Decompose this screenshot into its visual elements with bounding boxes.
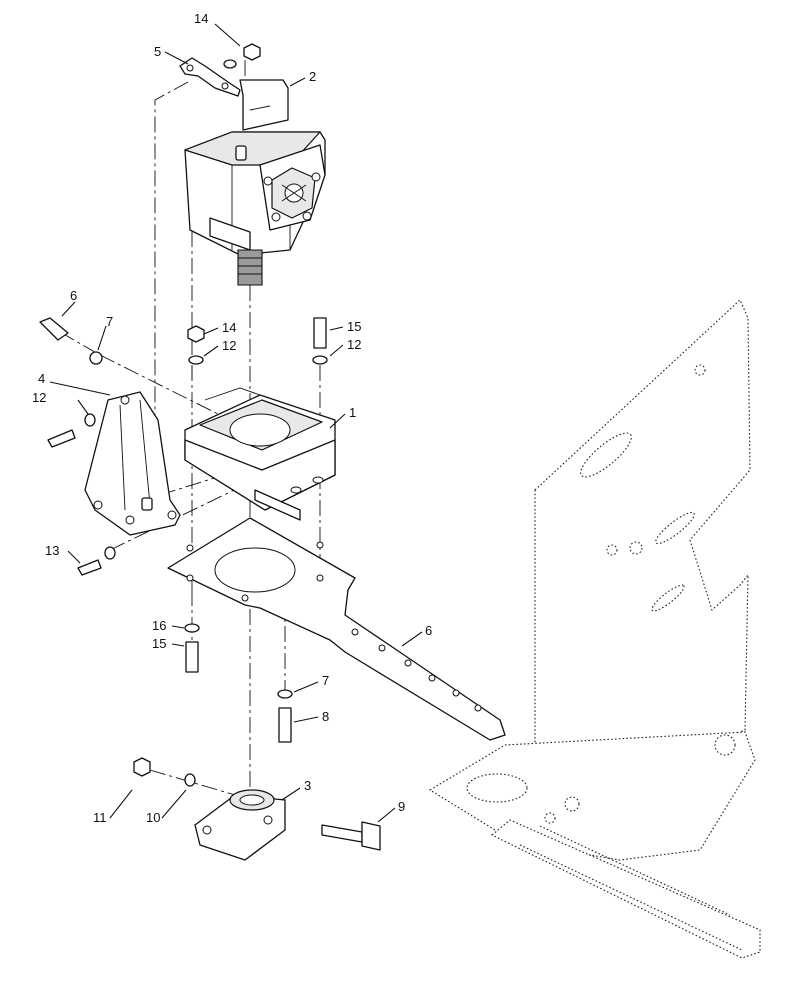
callout-leaders <box>49 23 423 823</box>
washer-icon <box>188 355 204 365</box>
callout-14: 14 <box>222 320 236 335</box>
nut-icon <box>133 757 151 777</box>
bolt-icon <box>185 641 199 673</box>
callout-6: 6 <box>70 288 77 303</box>
nut-icon <box>223 43 261 69</box>
mounting-base-icon <box>184 387 336 521</box>
callout-10: 10 <box>146 810 160 825</box>
callout-8: 8 <box>322 709 329 724</box>
nut-icon <box>187 325 205 343</box>
callout-13: 13 <box>45 543 59 558</box>
frame-outline-icon <box>428 299 761 959</box>
bolt-icon <box>321 824 363 843</box>
bolt-icon <box>313 317 327 349</box>
fastener-set <box>39 317 381 851</box>
bolt-icon <box>39 317 69 341</box>
clip-bracket-icon <box>179 57 241 97</box>
callout-12: 12 <box>347 337 361 352</box>
bolt-icon <box>278 707 292 743</box>
callout-labels: 14 5 2 6 7 14 12 15 12 4 12 1 13 16 15 6… <box>32 11 432 825</box>
washer-icon <box>277 689 293 699</box>
callout-9: 9 <box>398 799 405 814</box>
callout-16: 16 <box>152 618 166 633</box>
callout-5: 5 <box>154 44 161 59</box>
bolt-head-icon <box>361 821 381 851</box>
callout-4: 4 <box>38 371 45 386</box>
washer-icon <box>184 773 196 787</box>
side-bracket-icon <box>84 391 181 536</box>
callout-6: 6 <box>425 623 432 638</box>
callout-2: 2 <box>309 69 316 84</box>
washer-icon <box>84 413 96 427</box>
callout-15: 15 <box>152 636 166 651</box>
mounting-plate-icon <box>167 517 506 741</box>
hydraulic-valve-icon <box>184 79 326 286</box>
callout-14: 14 <box>194 11 208 26</box>
washer-icon <box>104 546 116 560</box>
washer-icon <box>312 355 328 365</box>
callout-1: 1 <box>349 405 356 420</box>
callout-7: 7 <box>322 673 329 688</box>
pivot-block-icon <box>194 789 286 861</box>
callout-12: 12 <box>32 390 46 405</box>
callout-3: 3 <box>304 778 311 793</box>
callout-15: 15 <box>347 319 361 334</box>
callout-11: 11 <box>93 810 107 825</box>
washer-icon <box>89 351 103 365</box>
bolt-icon <box>47 429 76 448</box>
washer-icon <box>184 623 200 633</box>
bolt-icon <box>77 559 102 576</box>
callout-7: 7 <box>106 314 113 329</box>
callout-12: 12 <box>222 338 236 353</box>
